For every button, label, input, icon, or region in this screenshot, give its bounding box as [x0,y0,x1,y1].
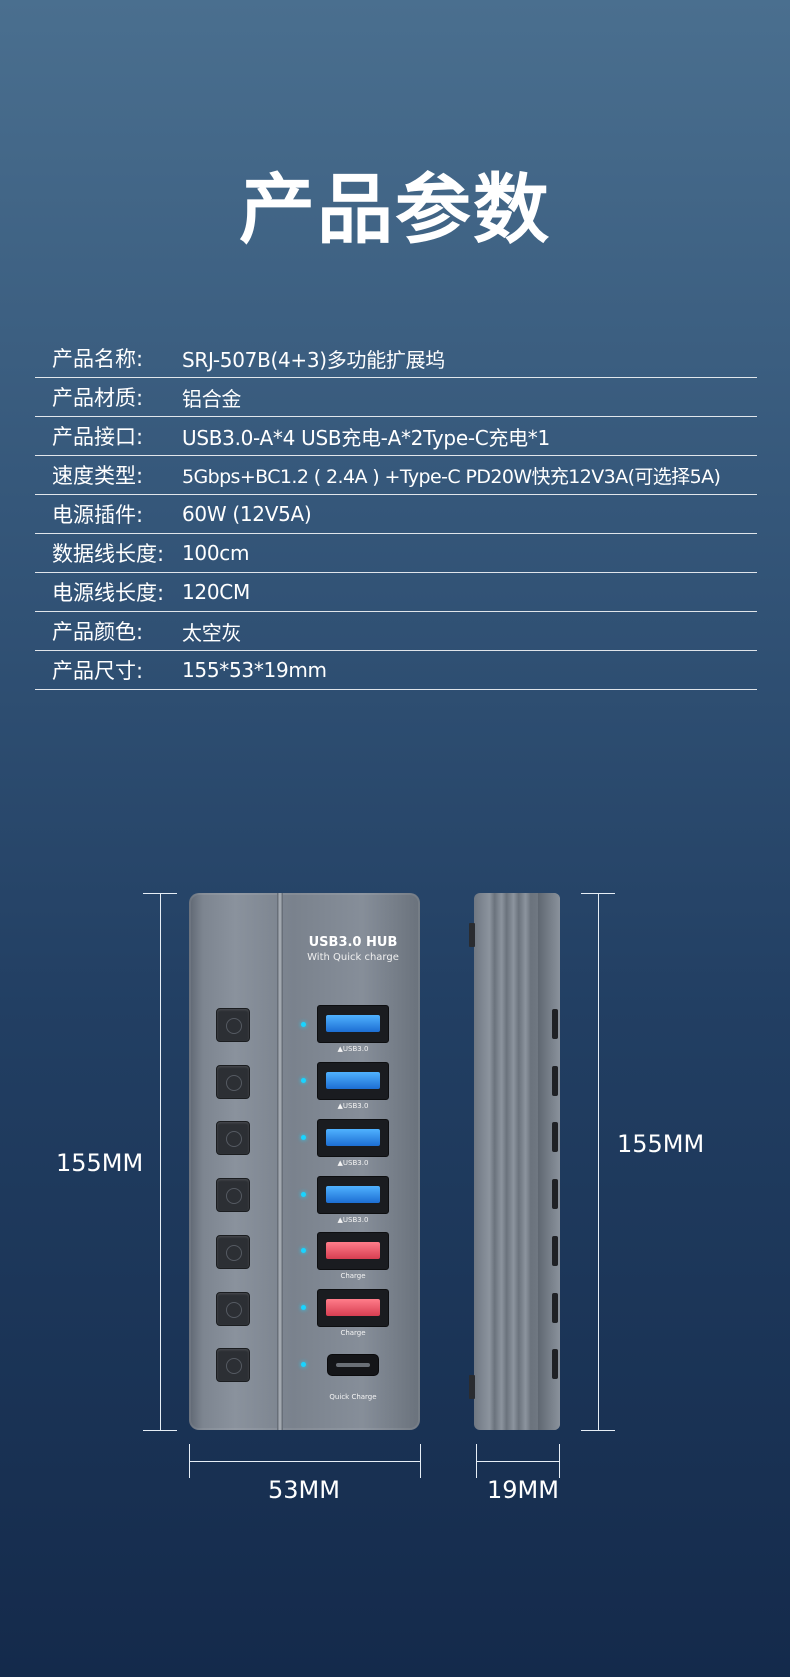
usb3-port [317,1062,389,1100]
power-switch-4 [216,1178,250,1212]
typec-label: Quick Charge [329,1393,377,1401]
status-led [301,1078,306,1083]
port-label: Charge [340,1272,366,1280]
charge-port [317,1289,389,1327]
status-led [301,1305,306,1310]
dim-tick [189,1444,190,1478]
status-led [301,1362,306,1367]
usb-hub-side-view [469,893,560,1430]
hub-side-tab [552,1236,558,1266]
spec-label: 产品颜色: [52,620,144,644]
hub-side-tab [552,1066,558,1096]
dim-tick [581,893,615,894]
port-label: ▲USB3.0 [337,1102,369,1110]
spec-row-power-cable: 电源线长度: 120CM [35,573,757,612]
status-led [301,1135,306,1140]
port-label: ▲USB3.0 [337,1216,369,1224]
spec-label: 产品接口: [52,425,144,449]
hub-side-tab [552,1179,558,1209]
width-label: 53MM [268,1476,340,1504]
spec-label: 电源线长度: [52,581,165,605]
hub-brand-subtitle: With Quick charge [307,952,399,963]
dim-line-width [189,1461,420,1462]
dim-tick [143,893,177,894]
status-led [301,1192,306,1197]
port-label: ▲USB3.0 [337,1159,369,1167]
power-switch-1 [216,1008,250,1042]
spec-value: USB3.0-A*4 USB充电-A*2Type-C充电*1 [182,425,550,450]
spec-label: 产品名称: [52,347,144,371]
spec-label: 速度类型: [52,464,144,488]
spec-value: 太空灰 [182,620,242,645]
spec-value: 100cm [182,541,250,565]
depth-label: 19MM [487,1476,559,1504]
typec-port [327,1354,379,1376]
status-led [301,1248,306,1253]
power-switch-2 [216,1065,250,1099]
power-switch-6 [216,1292,250,1326]
spec-value: 120CM [182,580,250,604]
dim-line-front-height [160,893,161,1430]
hub-brand-title: USB3.0 HUB [308,935,398,950]
power-switch-3 [216,1121,250,1155]
spec-row-data-cable: 数据线长度: 100cm [35,534,757,573]
hub-groove [277,893,283,1430]
spec-label: 产品材质: [52,386,144,410]
dim-line-depth [476,1461,560,1462]
spec-row-ports: 产品接口: USB3.0-A*4 USB充电-A*2Type-C充电*1 [35,417,757,456]
spec-row-name: 产品名称: SRJ-507B(4+3)多功能扩展坞 [35,339,757,378]
dim-tick [476,1444,477,1478]
spec-label: 数据线长度: [52,542,165,566]
spec-value: 铝合金 [182,386,242,411]
spec-value: 60W (12V5A) [182,502,312,526]
spec-row-power-adapter: 电源插件: 60W (12V5A) [35,495,757,534]
hub-side-tab [552,1349,558,1379]
hub-side-nub [469,1375,475,1399]
spec-row-material: 产品材质: 铝合金 [35,378,757,417]
port-label: ▲USB3.0 [337,1045,369,1053]
dim-line-side-height [598,893,599,1430]
front-height-label: 155MM [56,1149,144,1177]
spec-row-speed: 速度类型: 5Gbps+BC1.2 ( 2.4A ) +Type-C PD20W… [35,456,757,495]
page-title: 产品参数 [239,165,551,254]
usb3-port [317,1005,389,1043]
spec-value: 5Gbps+BC1.2 ( 2.4A ) +Type-C PD20W快充12V3… [182,465,721,488]
spec-label: 电源插件: [52,503,144,527]
port-label: Charge [340,1329,366,1337]
dim-tick [420,1444,421,1478]
dim-tick [143,1430,177,1431]
charge-port [317,1232,389,1270]
dim-tick [559,1444,560,1478]
spec-row-size: 产品尺寸: 155*53*19mm [35,651,757,690]
status-led [301,1022,306,1027]
spec-row-color: 产品颜色: 太空灰 [35,612,757,651]
spec-value: 155*53*19mm [182,658,327,682]
spec-value: SRJ-507B(4+3)多功能扩展坞 [182,347,446,372]
hub-side-nub [469,923,475,947]
hub-brand: USB3.0 HUB With Quick charge [293,935,413,963]
power-switch-7 [216,1348,250,1382]
hub-side-tab [552,1122,558,1152]
hub-side-tab [552,1009,558,1039]
usb-hub-front-view: USB3.0 HUB With Quick charge ▲USB3.0 ▲US… [189,893,420,1430]
usb3-port [317,1119,389,1157]
hub-side-tab [552,1293,558,1323]
usb3-port [317,1176,389,1214]
dim-tick [581,1430,615,1431]
spec-table: 产品名称: SRJ-507B(4+3)多功能扩展坞 产品材质: 铝合金 产品接口… [35,339,757,690]
spec-label: 产品尺寸: [52,659,144,683]
side-height-label: 155MM [617,1130,705,1158]
power-switch-5 [216,1235,250,1269]
